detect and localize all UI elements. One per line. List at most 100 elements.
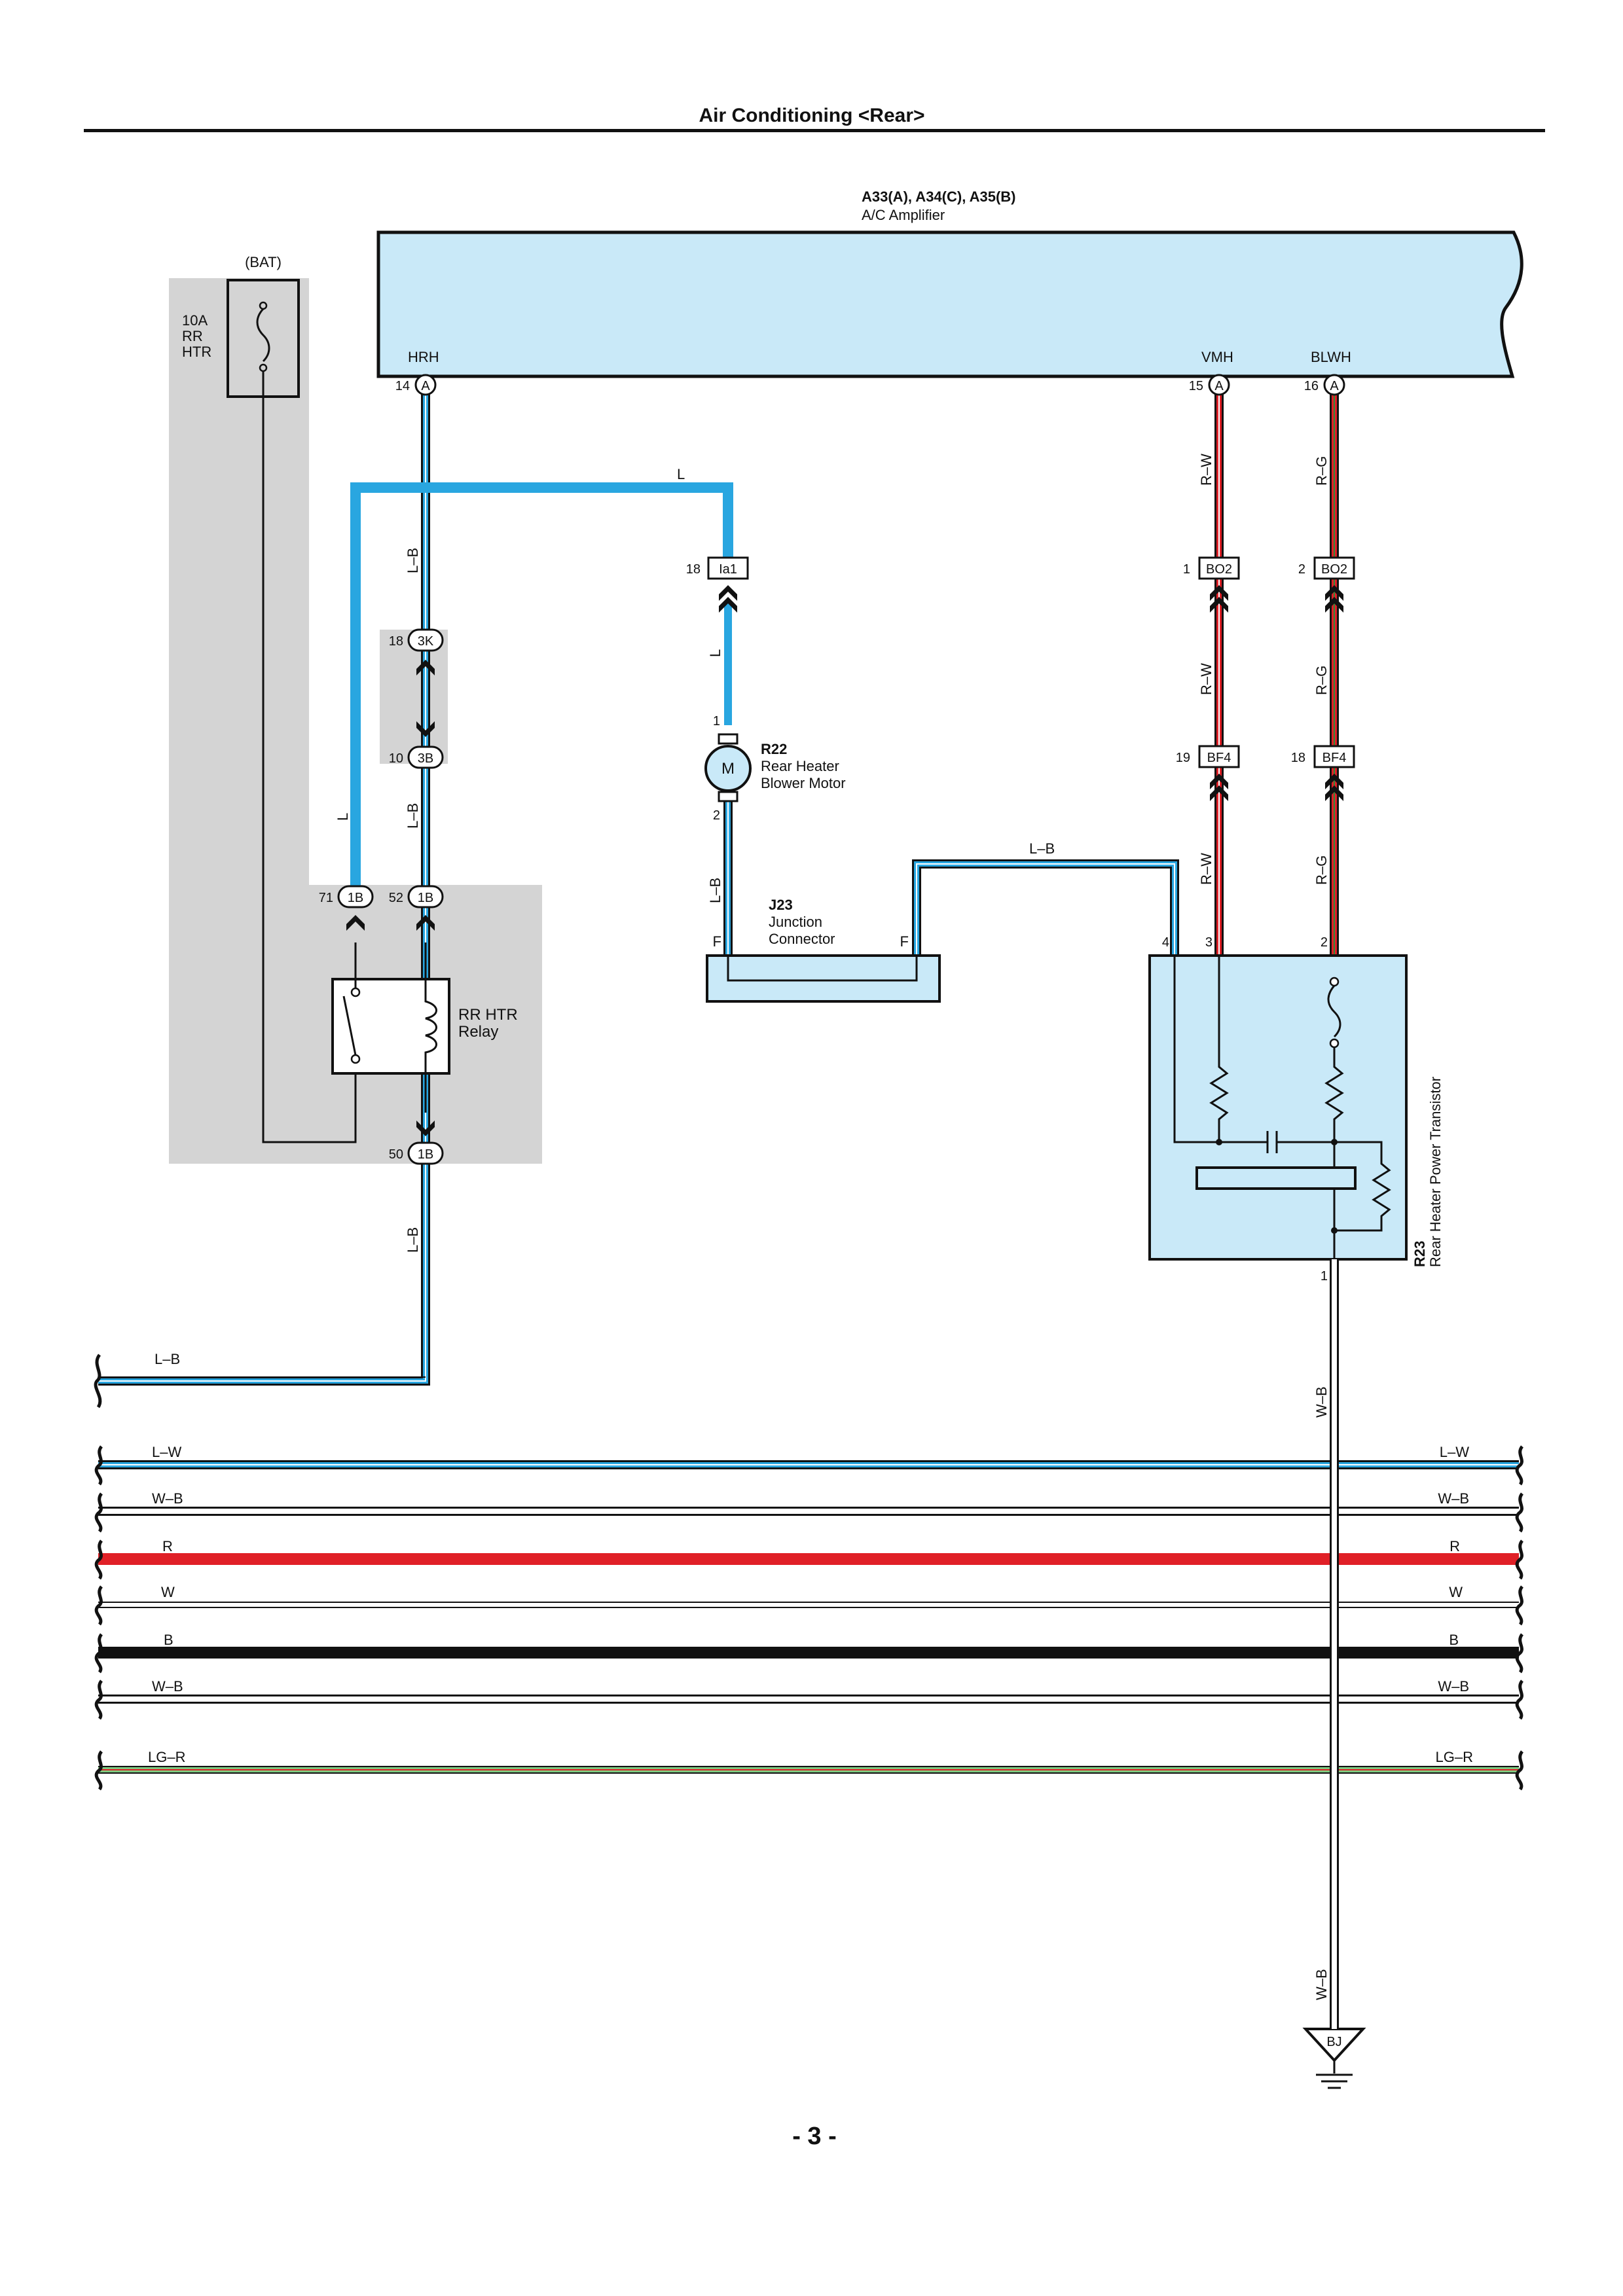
svg-text:1: 1 <box>1321 1269 1328 1283</box>
chevron-3b <box>416 721 435 737</box>
fuse-line1: RR <box>182 328 203 344</box>
svg-text:2: 2 <box>1298 562 1305 577</box>
rr-htr-relay: RR HTR Relay <box>331 942 518 1113</box>
svg-text:BJ: BJ <box>1326 2035 1341 2049</box>
svg-text:2: 2 <box>1321 935 1328 950</box>
svg-text:L–W: L–W <box>152 1444 181 1460</box>
connector-3k: 3K 18 <box>389 628 444 652</box>
svg-text:L–W: L–W <box>1440 1444 1469 1460</box>
svg-text:BF4: BF4 <box>1322 751 1347 765</box>
svg-text:50: 50 <box>389 1147 403 1162</box>
amplifier-codes: A33(A), A34(C), A35(B) <box>862 188 1016 205</box>
svg-text:F: F <box>900 933 909 950</box>
svg-text:BO2: BO2 <box>1321 562 1347 577</box>
svg-text:LG–R: LG–R <box>148 1749 185 1765</box>
label-l-blower: L <box>707 649 723 657</box>
bus-break-right <box>1515 1445 1524 1791</box>
connector-bo2-1: BO2 1 <box>1183 556 1240 613</box>
chevron-1b-50 <box>416 1121 435 1136</box>
svg-text:W–B: W–B <box>1438 1678 1469 1695</box>
bus-break-left <box>94 1445 103 1791</box>
svg-text:4: 4 <box>1162 935 1169 950</box>
blower-line1: Rear Heater <box>761 758 839 774</box>
svg-text:19: 19 <box>1176 751 1190 765</box>
connector-1b-52: 1B 52 <box>389 885 444 908</box>
label-rg-1: R–G <box>1313 456 1330 486</box>
fuse-source: (BAT) <box>245 254 282 270</box>
relay-line2: Relay <box>458 1023 498 1041</box>
rear-heater-power-transistor: 4 3 2 1 R23 Rear Heater Power Transistor <box>1148 935 1444 1283</box>
svg-text:3B: 3B <box>418 751 433 766</box>
junction-code: J23 <box>769 897 793 913</box>
label-lb-blower: L–B <box>707 878 723 903</box>
motor-symbol: M <box>721 760 735 778</box>
svg-text:1B: 1B <box>418 1147 433 1162</box>
fuse-line2: HTR <box>182 344 211 360</box>
wire-break-lb <box>94 1354 102 1408</box>
svg-text:14: 14 <box>395 379 410 393</box>
bus-labels-right: L–W W–B R W B W–B LG–R <box>1436 1444 1473 1765</box>
connector-ia1: Ia1 18 <box>686 556 749 613</box>
svg-text:1: 1 <box>1183 562 1190 577</box>
junction-connector-j23: J23 Junction Connector F F <box>706 897 941 1003</box>
svg-text:1B: 1B <box>348 891 363 905</box>
label-l-left: L <box>335 813 351 821</box>
connector-bf4-19: BF4 19 <box>1176 745 1240 801</box>
page-number: - 3 - <box>792 2123 837 2150</box>
svg-text:18: 18 <box>1291 751 1305 765</box>
svg-text:B: B <box>164 1632 173 1648</box>
label-rg-2: R–G <box>1313 666 1330 695</box>
label-wb-2: W–B <box>1313 1969 1330 2000</box>
connector-3b: 3B 10 <box>389 745 444 769</box>
svg-text:3K: 3K <box>418 634 434 649</box>
label-lb-junction: L–B <box>1029 840 1055 857</box>
svg-text:W: W <box>161 1584 175 1600</box>
label-wb-1: W–B <box>1313 1386 1330 1418</box>
svg-text:Ia1: Ia1 <box>719 562 737 577</box>
junction-line2: Connector <box>769 931 835 947</box>
wire-l-relay-blower <box>350 482 733 891</box>
label-l-top: L <box>677 466 685 482</box>
page-title: Air Conditioning <Rear> <box>699 105 924 126</box>
terminal-label-vmh: VMH <box>1201 349 1233 365</box>
svg-text:2: 2 <box>713 808 720 823</box>
svg-text:W–B: W–B <box>152 1490 183 1507</box>
svg-text:16: 16 <box>1304 379 1319 393</box>
ac-amplifier: A33(A), A34(C), A35(B) A/C Amplifier HRH… <box>376 188 1523 378</box>
connector-bo2-2: BO2 2 <box>1298 556 1355 613</box>
chevron-1b-71 <box>346 915 365 931</box>
svg-text:1B: 1B <box>418 891 433 905</box>
relay-line1: RR HTR <box>458 1006 518 1024</box>
svg-text:71: 71 <box>319 891 333 905</box>
connector-3k-3b-shade <box>380 630 448 764</box>
svg-text:10: 10 <box>389 751 403 766</box>
svg-text:B: B <box>1449 1632 1459 1648</box>
bus-labels-left: L–W W–B R W B W–B LG–R <box>148 1444 185 1765</box>
svg-text:F: F <box>713 933 721 950</box>
fuse-rating: 10A <box>182 312 208 329</box>
rear-heater-blower-motor: M 1 2 R22 Rear Heater Blower Motor <box>704 714 846 823</box>
label-rw-3: R–W <box>1198 853 1214 885</box>
connector-bf4-18: BF4 18 <box>1291 745 1355 801</box>
amp-terminal-16: A 16 <box>1304 374 1345 396</box>
svg-text:W–B: W–B <box>152 1678 183 1695</box>
svg-text:A: A <box>1214 379 1224 393</box>
svg-text:W–B: W–B <box>1438 1490 1469 1507</box>
label-rg-3: R–G <box>1313 855 1330 885</box>
blower-code: R22 <box>761 741 787 757</box>
label-lb-mid: L–B <box>405 803 421 829</box>
label-lb-lower: L–B <box>405 1227 421 1253</box>
svg-text:A: A <box>1330 379 1339 393</box>
svg-text:18: 18 <box>389 634 403 649</box>
svg-text:A: A <box>421 379 430 393</box>
label-rw-2: R–W <box>1198 663 1214 695</box>
svg-text:18: 18 <box>686 562 701 577</box>
fuse-to-relay-wire <box>262 371 357 1143</box>
svg-text:1: 1 <box>713 714 720 728</box>
transistor-code: R23 <box>1412 1241 1428 1267</box>
junction-line1: Junction <box>769 914 822 930</box>
header-rule <box>84 129 1545 132</box>
svg-text:3: 3 <box>1205 935 1213 950</box>
terminal-label-blwh: BLWH <box>1311 349 1351 365</box>
